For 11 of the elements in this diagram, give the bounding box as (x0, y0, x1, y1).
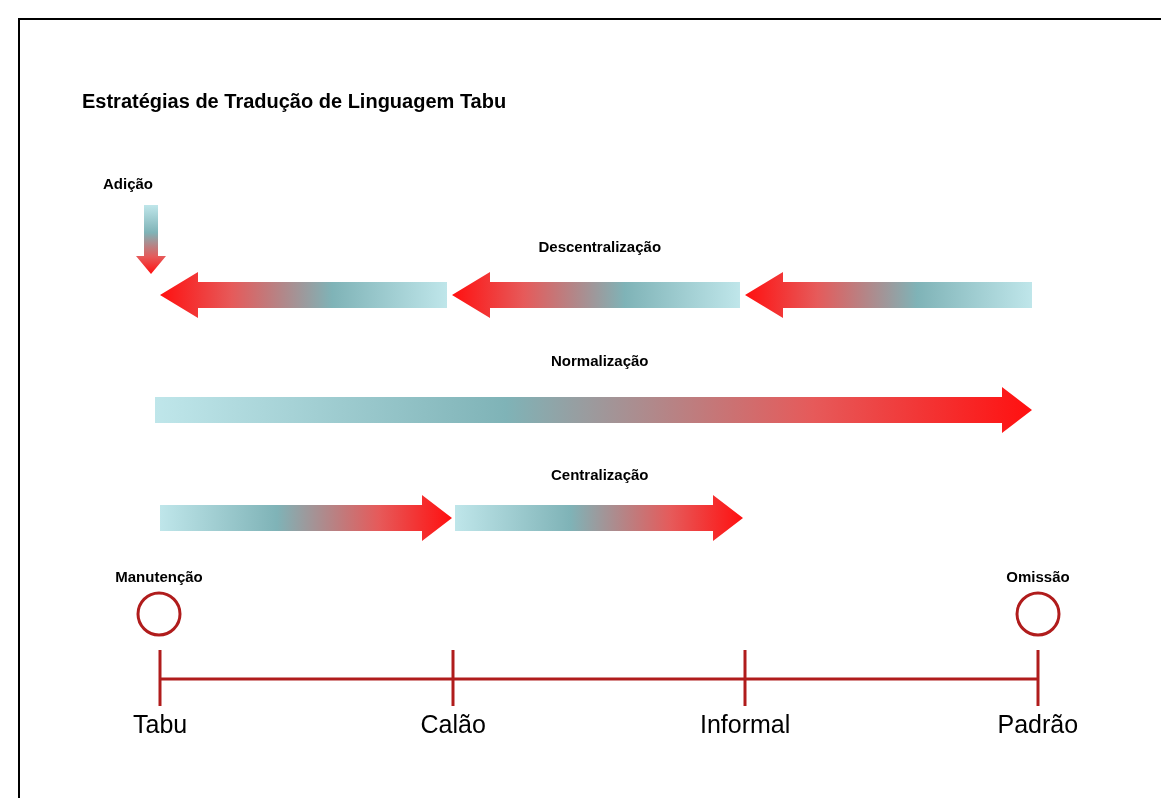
scale-label: Tabu (133, 710, 188, 739)
strategy-label: Manutenção (115, 568, 203, 585)
scale-label: Padrão (997, 710, 1079, 739)
strategy-label: Normalização (551, 352, 649, 369)
diagram-title: Estratégias de Tradução de Linguagem Tabu (82, 90, 507, 113)
strategy-label: Omissão (1006, 568, 1070, 585)
strategy-label: Centralização (551, 466, 649, 483)
scale-label: Informal (700, 710, 791, 739)
strategy-label: Adição (103, 175, 153, 192)
strategy-label: Descentralização (538, 238, 662, 255)
scale-label: Calão (420, 710, 486, 739)
